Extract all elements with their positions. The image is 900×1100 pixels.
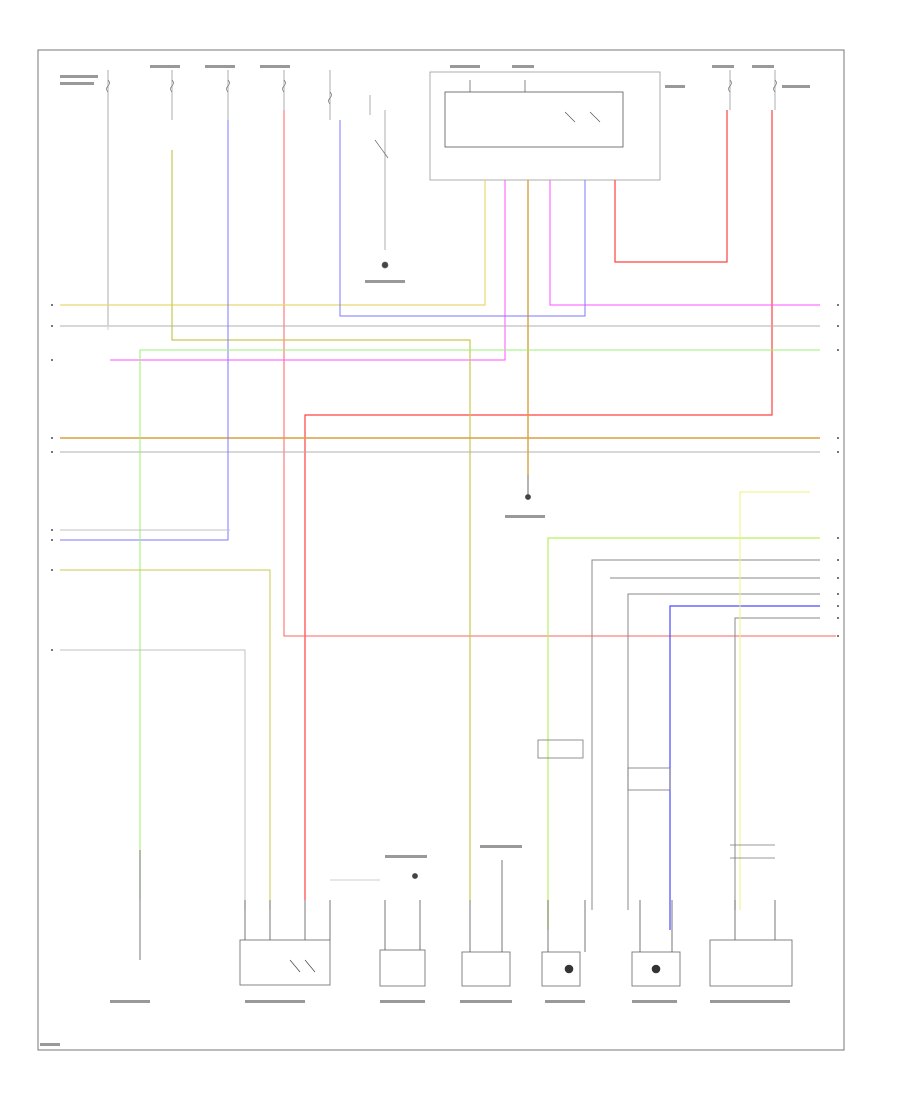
connector-dashes	[537, 739, 775, 859]
wire-green-1	[139, 349, 820, 900]
wire-markers	[50, 303, 840, 652]
wire-dark-gray	[591, 559, 820, 910]
wire-olive-2	[60, 569, 271, 910]
relay-inner	[444, 91, 624, 148]
relay-box	[429, 71, 661, 181]
component-boxes	[239, 939, 793, 987]
wire-yellow-2	[739, 491, 810, 910]
pin-connectors	[139, 850, 776, 960]
switch-icon	[374, 139, 389, 269]
wire-blue-2	[669, 605, 820, 930]
fuse-icons	[106, 79, 777, 105]
wire-lime-1	[547, 537, 820, 930]
wire-pink-2	[110, 180, 820, 361]
component-symbols	[289, 959, 661, 974]
wire-blue-1	[60, 120, 586, 541]
wire-yellow-top	[60, 180, 486, 306]
wire-white	[107, 325, 380, 881]
ground-icon	[412, 475, 531, 879]
relay-switch-icons	[469, 80, 601, 123]
diagram-frame	[37, 49, 845, 1051]
label-marks	[40, 65, 810, 1046]
fuse-column-group	[107, 70, 776, 325]
wire-gray-bus	[60, 325, 820, 453]
wire-orange-bus	[60, 180, 820, 475]
wire-red-1	[614, 110, 728, 263]
wire-pink-1	[283, 110, 836, 637]
wire-gray-2	[60, 529, 246, 910]
wire-olive-1	[171, 150, 471, 900]
wire-red-2	[304, 110, 773, 900]
